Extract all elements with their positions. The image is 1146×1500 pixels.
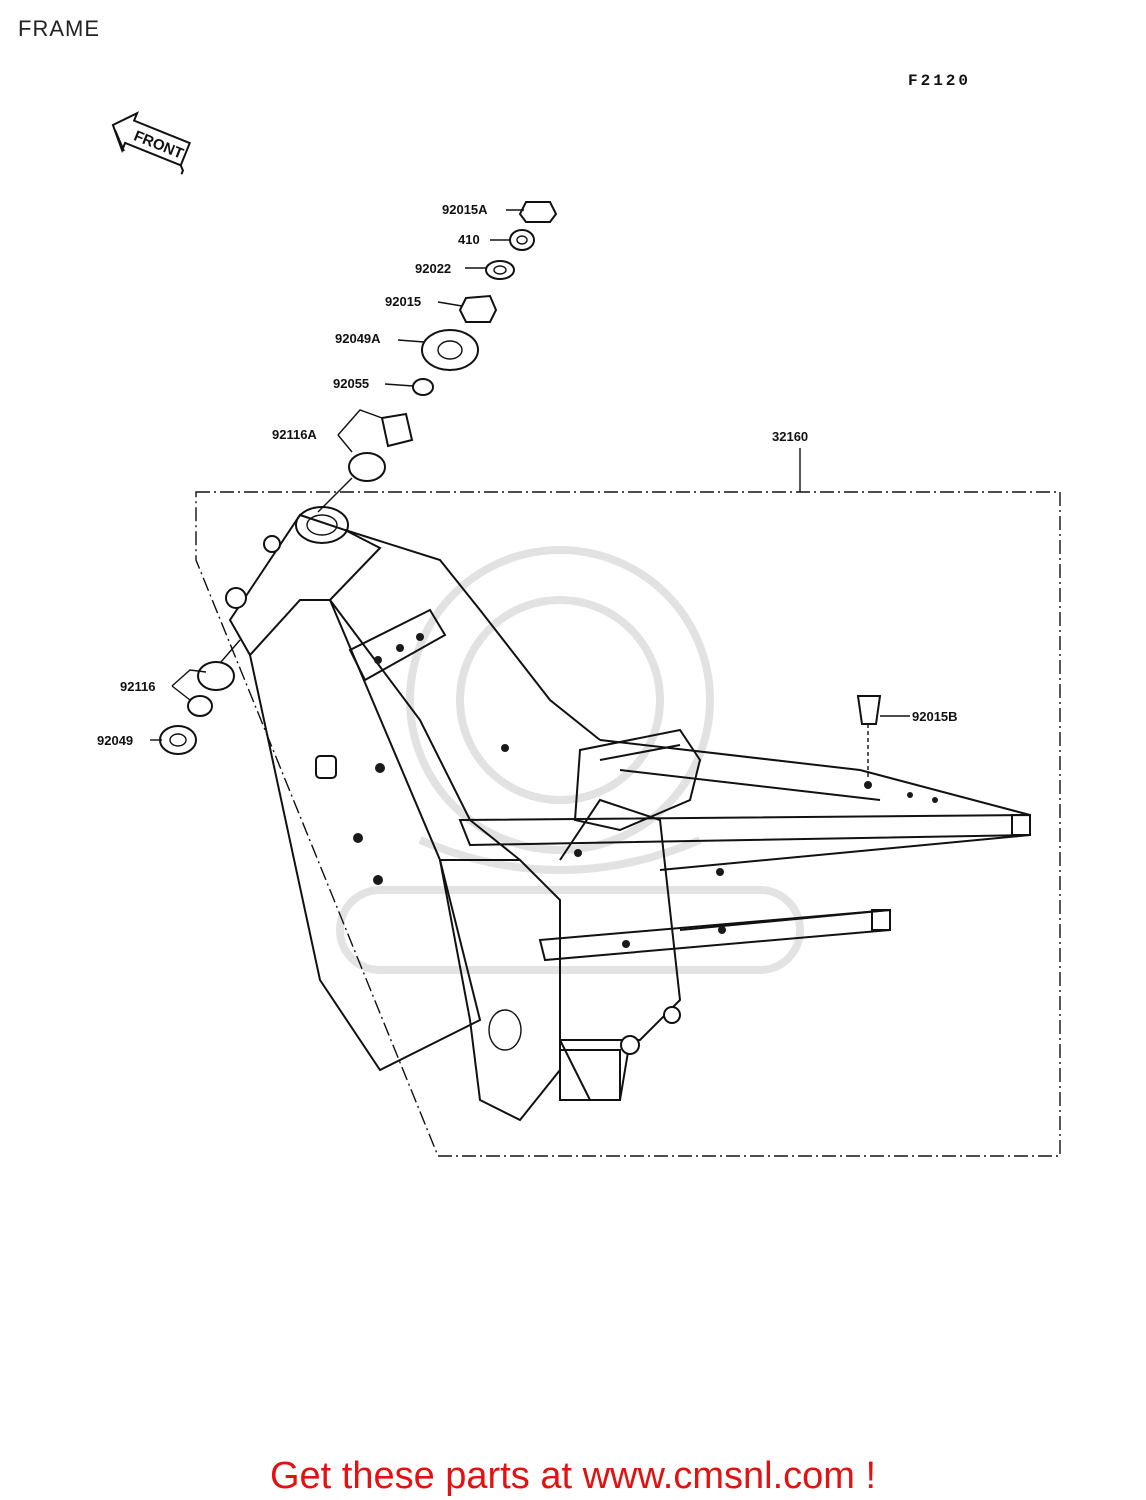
part-label-92116a: 92116A — [272, 427, 317, 442]
part-label-92015a: 92015A — [442, 202, 488, 217]
frame-body — [225, 506, 1031, 1122]
diagram-code: F2120 — [908, 72, 972, 90]
part-label-92015: 92015 — [385, 294, 421, 309]
watermark-logo — [336, 546, 804, 974]
part-label-32160: 32160 — [772, 429, 808, 444]
cmsnl-link[interactable]: Get these parts at www.cmsnl.com ! — [269, 1455, 877, 1497]
part-label-92049a: 92049A — [335, 331, 381, 346]
part-label-92055: 92055 — [333, 376, 369, 391]
part-label-92049: 92049 — [97, 733, 133, 748]
part-label-92116: 92116 — [120, 679, 155, 694]
part-label-92022: 92022 — [415, 261, 451, 276]
part-label-92015b: 92015B — [912, 709, 958, 724]
front-arrow-icon: FRONT — [111, 111, 192, 175]
steering-stem-parts — [159, 201, 882, 780]
part-label-410: 410 — [458, 232, 480, 247]
page-title: FRAME — [18, 16, 100, 41]
part-labels: 92015A 410 92022 92015 92049A 92055 9211… — [97, 202, 958, 748]
assembly-outline — [195, 448, 1061, 1157]
leader-lines — [150, 209, 910, 741]
